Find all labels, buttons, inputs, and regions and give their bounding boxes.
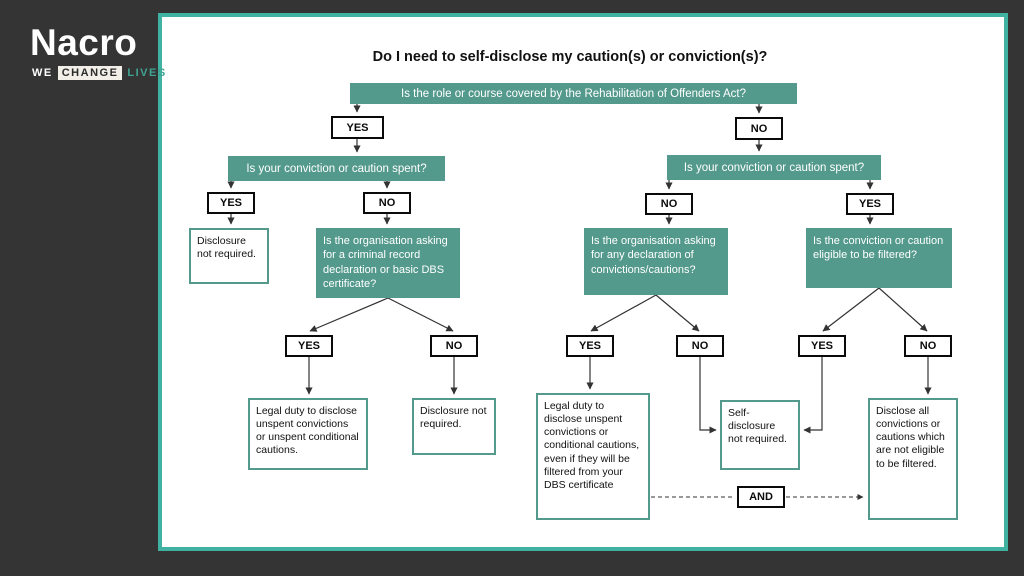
question-filter-eligible-box: Is the conviction or caution eligible to… bbox=[806, 228, 952, 288]
tagline-change: CHANGE bbox=[57, 66, 123, 80]
outcome-legal-duty-even-filtered: Legal duty to disclose unspent convictio… bbox=[536, 393, 650, 520]
tagline-we: WE bbox=[32, 67, 53, 79]
any-declaration-yes-box: YES bbox=[566, 335, 614, 357]
right-spent-no-box: NO bbox=[645, 193, 693, 215]
left-spent-no-box: NO bbox=[363, 192, 411, 214]
outcome-disclose-all: Disclose all convictions or cautions whi… bbox=[868, 398, 958, 520]
brand-tagline: WE CHANGE LIVES bbox=[32, 66, 167, 80]
any-declaration-no-box: NO bbox=[676, 335, 724, 357]
nacro-logo: Nacro bbox=[30, 22, 138, 63]
outcome-self-disclosure-not-required: Self-disclosure not required. bbox=[720, 400, 800, 470]
criminal-record-yes-box: YES bbox=[285, 335, 333, 357]
outcome-legal-duty-unspent: Legal duty to disclose unspent convictio… bbox=[248, 398, 368, 470]
question-criminal-record-box: Is the organisation asking for a crimina… bbox=[316, 228, 460, 298]
right-spent-question-box: Is your conviction or caution spent? bbox=[667, 155, 881, 180]
question-any-declaration-box: Is the organisation asking for any decla… bbox=[584, 228, 728, 295]
root-yes-box: YES bbox=[331, 116, 384, 139]
right-spent-yes-box: YES bbox=[846, 193, 894, 215]
outcome-disclosure-not-required-2: Disclosure not required. bbox=[412, 398, 496, 455]
outcome-disclosure-not-required-1: Disclosure not required. bbox=[189, 228, 269, 284]
left-spent-yes-box: YES bbox=[207, 192, 255, 214]
and-connector-box: AND bbox=[737, 486, 785, 508]
flowchart-title: Do I need to self-disclose my caution(s)… bbox=[372, 49, 768, 65]
filter-eligible-no-box: NO bbox=[904, 335, 952, 357]
tagline-lives: LIVES bbox=[127, 67, 167, 79]
left-spent-question-box: Is your conviction or caution spent? bbox=[228, 156, 445, 181]
filter-eligible-yes-box: YES bbox=[798, 335, 846, 357]
root-question-box: Is the role or course covered by the Reh… bbox=[350, 83, 797, 104]
criminal-record-no-box: NO bbox=[430, 335, 478, 357]
root-no-box: NO bbox=[735, 117, 783, 140]
